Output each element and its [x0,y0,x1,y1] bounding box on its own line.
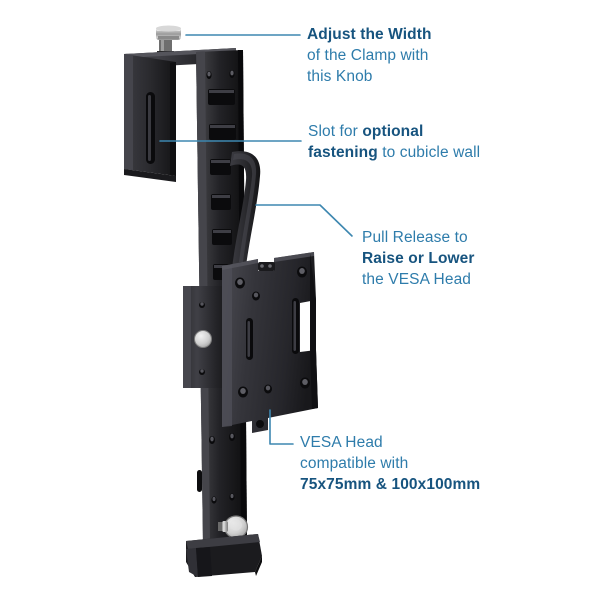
callout-text: optional [362,123,424,140]
callout-adjust-width: Adjust the Width of the Clamp with this … [307,24,432,87]
callout-line: Pull Release to [362,227,475,248]
callout-line: Raise or Lower [362,248,475,269]
callout-text: compatible with [300,455,409,472]
callout-line: 75x75mm & 100x100mm [300,474,480,495]
callout-text: the VESA Head [362,271,472,288]
callout-text: Adjust the Width [307,26,432,43]
callout-text: Pull Release to [362,229,468,246]
callout-text: fastening [308,144,378,161]
callout-line: compatible with [300,453,480,474]
callout-line: of the Clamp with [307,45,432,66]
adjustment-knob [156,25,181,56]
callout-line: this Knob [307,66,432,87]
lower-post-detail [197,433,235,504]
callout-text: Raise or Lower [362,250,475,267]
callout-line: fastening to cubicle wall [308,142,480,163]
callout-pull-release: Pull Release to Raise or Lower the VESA … [362,227,475,290]
callout-line: the VESA Head [362,269,475,290]
callout-line: Adjust the Width [307,24,432,45]
callout-text: this Knob [307,68,373,85]
callout-text: of the Clamp with [307,47,429,64]
callout-text: to cubicle wall [377,144,481,161]
base-foot [186,534,262,577]
bottom-knob [218,515,249,539]
callout-text: VESA Head [300,434,383,451]
vesa-plate [222,252,318,433]
callout-text: Slot for [308,123,363,140]
clamp-slot [146,92,155,164]
callout-slot-fastening: Slot for optional fastening to cubicle w… [308,121,480,163]
callout-line: Slot for optional [308,121,480,142]
callout-line: VESA Head [300,432,480,453]
callout-vesa-head: VESA Head compatible with 75x75mm & 100x… [300,432,480,495]
callout-text: 75x75mm & 100x100mm [300,476,481,493]
